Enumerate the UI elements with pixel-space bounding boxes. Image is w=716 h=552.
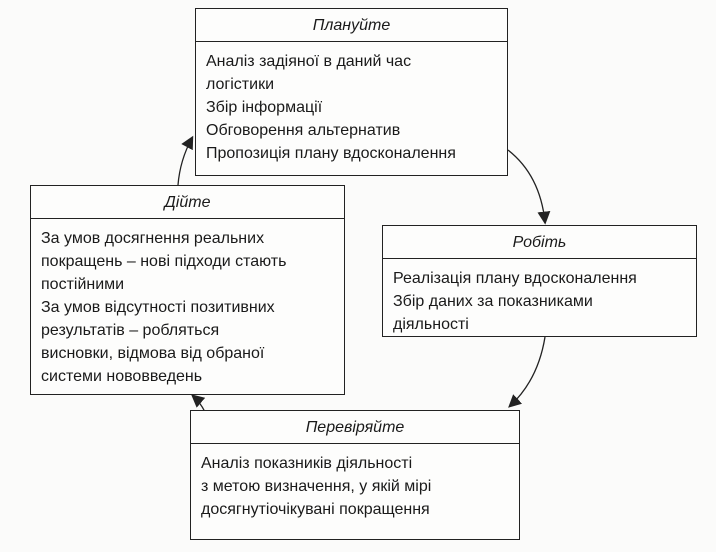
check-item: Аналіз показників діяльності	[201, 455, 413, 472]
plan-box: Плануйте Аналіз задіяної в даний час лог…	[195, 8, 508, 176]
act-item: За умов досягнення реальних	[41, 230, 265, 247]
act-item: результатів – робляться	[41, 322, 220, 339]
act-item: висновки, відмова від обраної	[41, 345, 265, 362]
check-item: досягнутіочікувані покращення	[201, 501, 430, 518]
arrow-plan-to-do	[507, 149, 551, 225]
plan-items: Аналіз задіяної в даний час логістики Зб…	[196, 42, 507, 173]
check-items: Аналіз показників діяльності з метою виз…	[191, 444, 519, 529]
do-item: діяльності	[393, 316, 469, 333]
check-box: Перевіряйте Аналіз показників діяльності…	[190, 410, 520, 540]
act-items: За умов досягнення реальних покращень – …	[31, 219, 344, 396]
arrow-do-to-check	[508, 336, 546, 408]
do-item: Реалізація плану вдосконалення	[393, 270, 637, 287]
plan-item: логістики	[206, 76, 275, 93]
arrow-act-to-plan	[177, 135, 194, 186]
act-item: системи нововведень	[41, 368, 203, 385]
act-item: За умов відсутності позитивних	[41, 299, 275, 316]
do-title: Робіть	[383, 226, 696, 259]
do-box: Робіть Реалізація плану вдосконалення Зб…	[382, 225, 697, 337]
plan-title: Плануйте	[196, 9, 507, 42]
act-title: Дійте	[31, 186, 344, 219]
plan-item: Аналіз задіяної в даний час	[206, 53, 412, 70]
plan-item: Збір інформації	[206, 99, 323, 116]
do-item: Збір даних за показниками	[393, 293, 593, 310]
check-title: Перевіряйте	[191, 411, 519, 444]
plan-item: Пропозиція плану вдосконалення	[206, 145, 456, 162]
act-item: постійними	[41, 276, 125, 293]
act-item: покращень – нові підходи стають	[41, 253, 287, 270]
check-item: з метою визначення, у якій мірі	[201, 478, 432, 495]
act-box: Дійте За умов досягнення реальних покращ…	[30, 185, 345, 395]
do-items: Реалізація плану вдосконалення Збір дани…	[383, 259, 696, 344]
plan-item: Обговорення альтернатив	[206, 122, 401, 139]
